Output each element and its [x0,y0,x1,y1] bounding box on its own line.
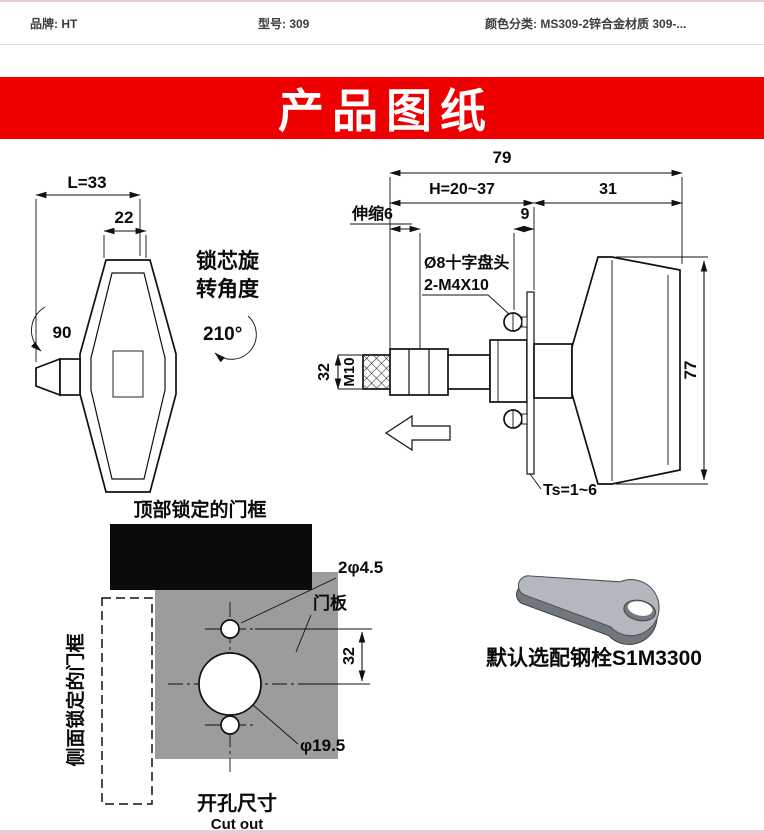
screw-spec-line2: 2-M4X10 [424,277,489,294]
handle-neck [533,343,573,399]
dim-31-label: 31 [599,181,617,198]
accessory-caption: 默认选配钢栓S1M3300 [486,646,702,670]
dim-77 [616,256,708,485]
dim-32-rod [334,354,362,390]
screw-top [503,312,528,332]
panel-leader [295,614,312,653]
dim-79-label: 79 [493,148,512,167]
lock-body [489,339,528,403]
dim-32-cutout-label: 32 [341,647,358,665]
dim-l33 [35,191,141,362]
big-hole-leader [252,704,299,745]
holes-label: 2φ4.5 [338,558,383,577]
angle-210-label: 210° [203,324,242,345]
cutout-view: 顶部锁定的门框 侧面锁定的门框 2φ4.5 门板 32 φ19.5 开孔尺寸 [64,498,383,833]
dim-h-label: H=20~37 [429,181,495,198]
rotation-note-line1: 锁芯旋 [196,249,260,273]
big-hole [198,652,262,716]
dim-m10-label: M10 [341,357,358,386]
dim-l33-label: L=33 [67,173,106,192]
model-spec: 型号: 309 [258,17,310,31]
accessory-view: 默认选配钢栓S1M3300 [486,575,702,670]
screw-bottom [503,409,528,429]
dim-extend [350,223,421,352]
hex-nuts [389,348,449,396]
technical-drawing: L=33 22 90 锁芯旋 转角度 210° [30,148,708,833]
panel-label: 门板 [313,593,348,613]
dim-32-rod-label: 32 [316,363,333,381]
screw-spec-line1: Ø8十字盘头 [424,253,509,272]
handle-side-profile [571,256,681,485]
small-hole-top [220,619,240,639]
cutout-title-en: Cut out [211,816,263,833]
lock-cylinder-face [112,350,144,398]
rotate-90-label: 90 [53,323,72,342]
screw-spec-leader [422,294,510,315]
spindle-tip [35,357,61,397]
dim-9-label: 9 [521,206,530,223]
spec-bar: 品牌: HT 型号: 309 颜色分类: MS309-2锌合金材质 309-..… [0,2,764,45]
dim-ts-label: Ts=1~6 [543,482,597,499]
big-hole-label: φ19.5 [300,736,345,755]
dim-9 [513,225,535,310]
ts-leader [529,473,542,490]
color-spec: 颜色分类: MS309-2锌合金材质 309-... [485,17,687,31]
banner-title: 产品图纸 [278,85,494,137]
handle-front-inner [90,272,166,480]
mounting-panel [526,291,535,475]
rotation-note-line2: 转角度 [196,277,259,301]
brand-spec: 品牌: HT [30,17,78,31]
holes-leader [240,577,337,624]
dim-extend-label: 伸缩6 [351,204,393,223]
dim-22-label: 22 [115,208,134,227]
dim-77-label: 77 [681,361,700,380]
spindle-base [59,358,81,396]
front-view: L=33 22 90 锁芯旋 转角度 210° [30,173,260,493]
rotate-90-arrow [30,306,46,352]
side-view: 79 H=20~37 31 伸缩6 9 [316,148,708,499]
cutout-title-cn: 开孔尺寸 [197,792,277,815]
rotate-210-arrow [214,315,257,363]
dim-22 [103,227,147,258]
product-drawing-banner: 产品图纸 [0,77,764,139]
handle-front-outline [79,259,177,493]
small-hole-bottom [220,715,240,735]
steel-cam [516,575,660,645]
bottom-divider [0,830,764,834]
side-frame-label: 侧面锁定的门框 [64,633,87,766]
direction-arrow [384,414,451,452]
top-frame-label: 顶部锁定的门框 [133,498,266,521]
side-frame-dashed [101,597,153,805]
top-frame-rect [110,524,312,590]
dim-h [389,199,535,290]
